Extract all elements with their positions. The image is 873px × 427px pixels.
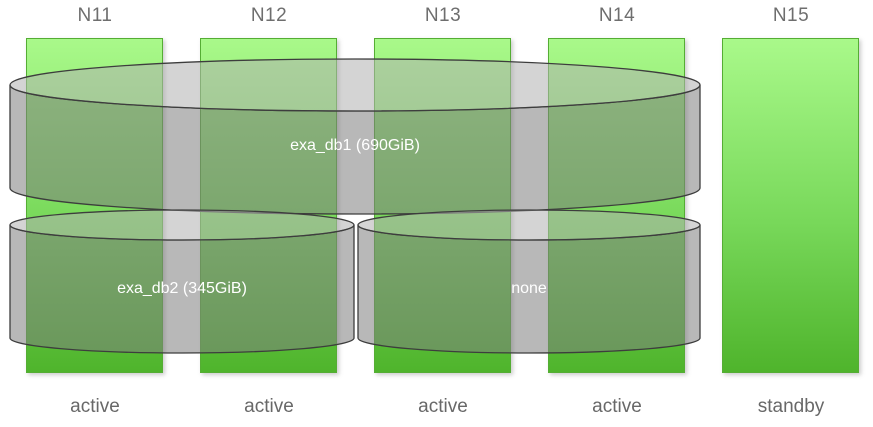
database-label-exa-db1: exa_db1 (690GiB) [290,137,420,154]
node-bar-n11 [26,38,163,373]
node-name-label-n12: N12 [250,5,288,26]
node-name-label-n11: N11 [77,5,113,26]
node-status-label-n15: standby [757,396,825,417]
node-status-label-n14: active [592,396,642,417]
node-bar-n13 [374,38,511,373]
node-name-label-n15: N15 [772,5,810,26]
node-name-label-n13: N13 [424,5,462,26]
node-status-label-n12: active [244,396,294,417]
node-status-label-n11: active [70,396,120,417]
node-bar-n14 [548,38,685,373]
database-label-none: none [511,280,547,297]
node-status-label-n13: active [418,396,468,417]
node-bar-n12 [200,38,337,373]
database-label-exa-db2: exa_db2 (345GiB) [117,280,247,297]
node-name-label-n14: N14 [598,5,636,26]
node-bar-n15 [722,38,859,373]
